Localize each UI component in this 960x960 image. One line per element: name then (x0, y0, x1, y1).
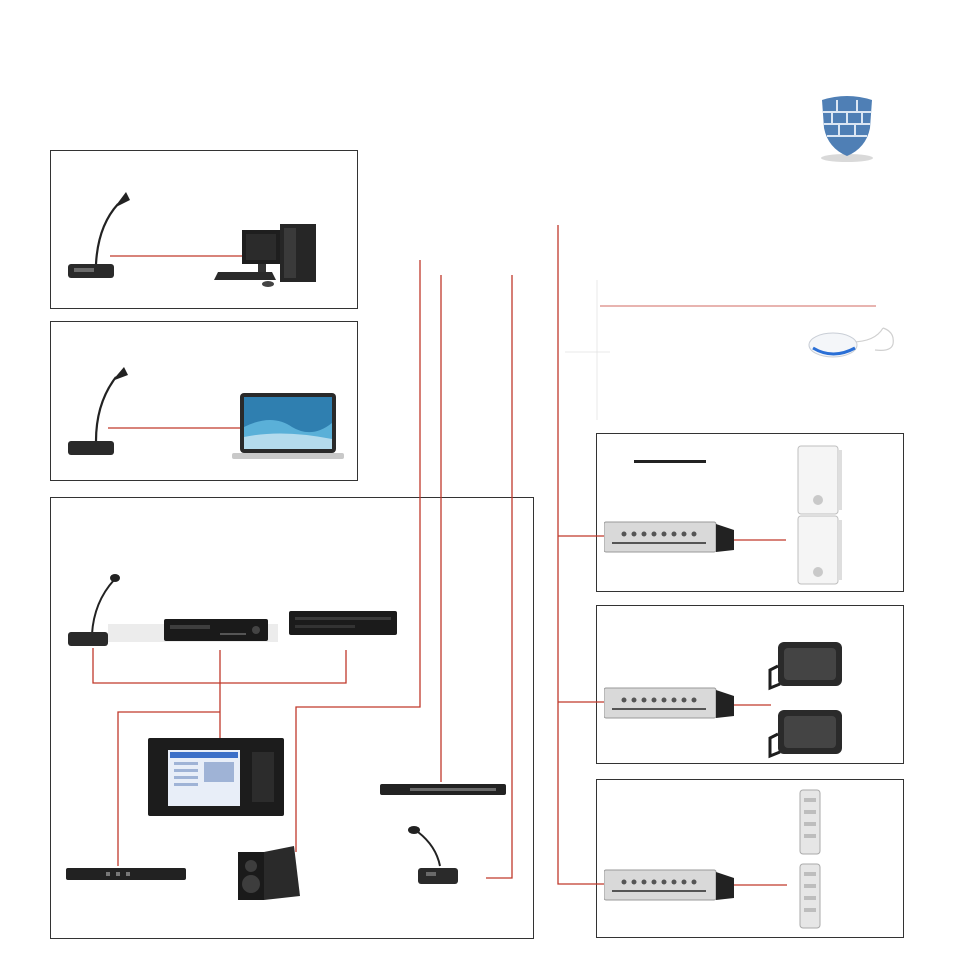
gooseneck-microphone-icon (68, 367, 128, 455)
panel-zone-2 (596, 605, 904, 764)
power-amplifier-icon (289, 611, 397, 635)
firewall-shield-icon (821, 96, 873, 162)
mixer-amplifier-icon (604, 521, 734, 553)
control-host-icon (148, 738, 284, 816)
dvd-player-icon (164, 619, 268, 641)
mixer-amplifier-icon (604, 687, 734, 719)
wall-speaker-icon (797, 515, 842, 585)
column-speaker-icon (799, 863, 821, 929)
laptop-icon (232, 393, 344, 459)
zone-1-header-mark (634, 460, 706, 463)
panel-zone-3 (596, 779, 904, 938)
paging-microphone-icon (408, 826, 458, 884)
rack-switch-icon (66, 868, 186, 880)
gooseneck-microphone-icon (68, 192, 130, 278)
rack-switch-icon (380, 784, 506, 795)
desktop-computer-icon (214, 224, 316, 287)
mixer-amplifier-icon (604, 869, 734, 901)
column-speaker-icon (799, 789, 821, 855)
studio-speaker-icon (238, 846, 300, 900)
gooseneck-microphone-icon (68, 574, 120, 646)
panel-zone-1 (596, 433, 904, 592)
wall-speaker-icon (797, 445, 842, 515)
wall-speaker-icon (768, 642, 842, 691)
wall-speaker-icon (768, 710, 842, 759)
mouse-icon (808, 327, 894, 358)
